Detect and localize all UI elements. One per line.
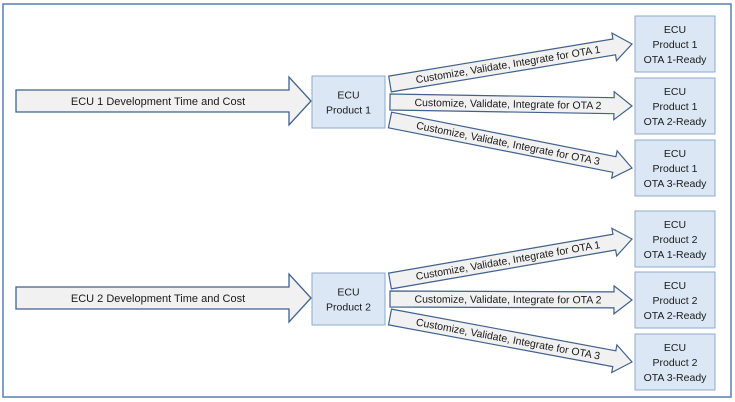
ota-ready-box-shape [634, 210, 716, 268]
diagram-frame [2, 3, 732, 398]
ota-ready-label-line-1: ECU [664, 219, 686, 231]
product-box-shape [311, 272, 386, 326]
branch-arrow [389, 284, 633, 316]
product-box-label-line-2: Product 2 [326, 302, 371, 314]
product-box: ECU Product 1 [311, 75, 386, 129]
ota-ready-box-shape [634, 139, 716, 197]
ota-ready-label-line-1: ECU [664, 24, 686, 36]
product-box-label-line-2: Product 1 [326, 105, 371, 117]
ota-ready-box-shape [634, 15, 716, 73]
ota-ready-box-shape [634, 271, 716, 329]
branch-2: Customize, Validate, Integrate for OTA 2… [389, 271, 716, 329]
ota-ready-label-line-1: ECU [664, 148, 686, 160]
branch-arrow [387, 111, 633, 180]
ota-ready-label: ECU Product 1 OTA 3-Ready [644, 148, 708, 190]
ota-ready-box: ECU Product 2 OTA 3-Ready [634, 333, 716, 391]
ota-ready-label-line-2: Product 2 [653, 295, 698, 307]
development-arrow [15, 75, 312, 127]
product-box-label-line-1: ECU [337, 90, 359, 102]
product-box-shape [311, 75, 386, 129]
ota-ready-box: ECU Product 1 OTA 2-Ready [634, 77, 716, 135]
ota-ready-label: ECU Product 1 OTA 1-Ready [644, 24, 708, 66]
ota-ready-label-line-3: OTA 1-Ready [644, 54, 708, 66]
ota-ready-label: ECU Product 2 OTA 1-Ready [644, 219, 708, 261]
ota-ready-box: ECU Product 1 OTA 1-Ready [634, 15, 716, 73]
ota-ready-label-line-3: OTA 3-Ready [644, 372, 708, 384]
branch-arrow [387, 227, 633, 290]
development-label: ECU 2 Development Time and Cost [71, 293, 245, 305]
product-box-label-line-1: ECU [337, 287, 359, 299]
branch-arrow [388, 31, 633, 93]
development-arrow [15, 272, 312, 324]
branch-2: Customize, Validate, Integrate for OTA 2… [389, 77, 716, 135]
product-box-label: ECU Product 2 [326, 287, 371, 314]
ota-ready-label: ECU Product 2 OTA 2-Ready [644, 280, 708, 322]
ota-ready-label-line-3: OTA 1-Ready [644, 249, 708, 261]
ota-ready-label-line-3: OTA 2-Ready [644, 116, 708, 128]
ota-ready-label: ECU Product 2 OTA 3-Ready [644, 342, 708, 384]
ota-ready-label: ECU Product 1 OTA 2-Ready [644, 86, 708, 128]
ota-ready-label-line-1: ECU [664, 280, 686, 292]
ota-ready-label-line-2: Product 2 [653, 234, 698, 246]
branch-label: Customize, Validate, Integrate for OTA 2 [414, 97, 601, 112]
ota-ready-label-line-3: OTA 3-Ready [644, 178, 708, 190]
ota-ready-label-line-2: Product 2 [653, 357, 698, 369]
ota-ready-box: ECU Product 2 OTA 2-Ready [634, 271, 716, 329]
ota-ready-label-line-2: Product 1 [653, 163, 698, 175]
ota-ready-label-line-2: Product 1 [653, 101, 698, 113]
product-box-label: ECU Product 1 [326, 90, 371, 117]
development-label: ECU 1 Development Time and Cost [71, 96, 245, 108]
ota-ready-box: ECU Product 1 OTA 3-Ready [634, 139, 716, 197]
ota-ready-box: ECU Product 2 OTA 1-Ready [634, 210, 716, 268]
ota-ready-label-line-2: Product 1 [653, 39, 698, 51]
branch-arrow [389, 90, 633, 121]
product-box: ECU Product 2 [311, 272, 386, 326]
branch-label: Customize, Validate, Integrate for OTA 2 [414, 294, 601, 307]
ota-ready-box-shape [634, 77, 716, 135]
ota-ready-box-shape [634, 333, 716, 391]
ota-ready-label-line-1: ECU [664, 86, 686, 98]
branch-arrow [387, 308, 633, 374]
ota-ready-label-line-3: OTA 2-Ready [644, 310, 708, 322]
ota-ready-label-line-1: ECU [664, 342, 686, 354]
